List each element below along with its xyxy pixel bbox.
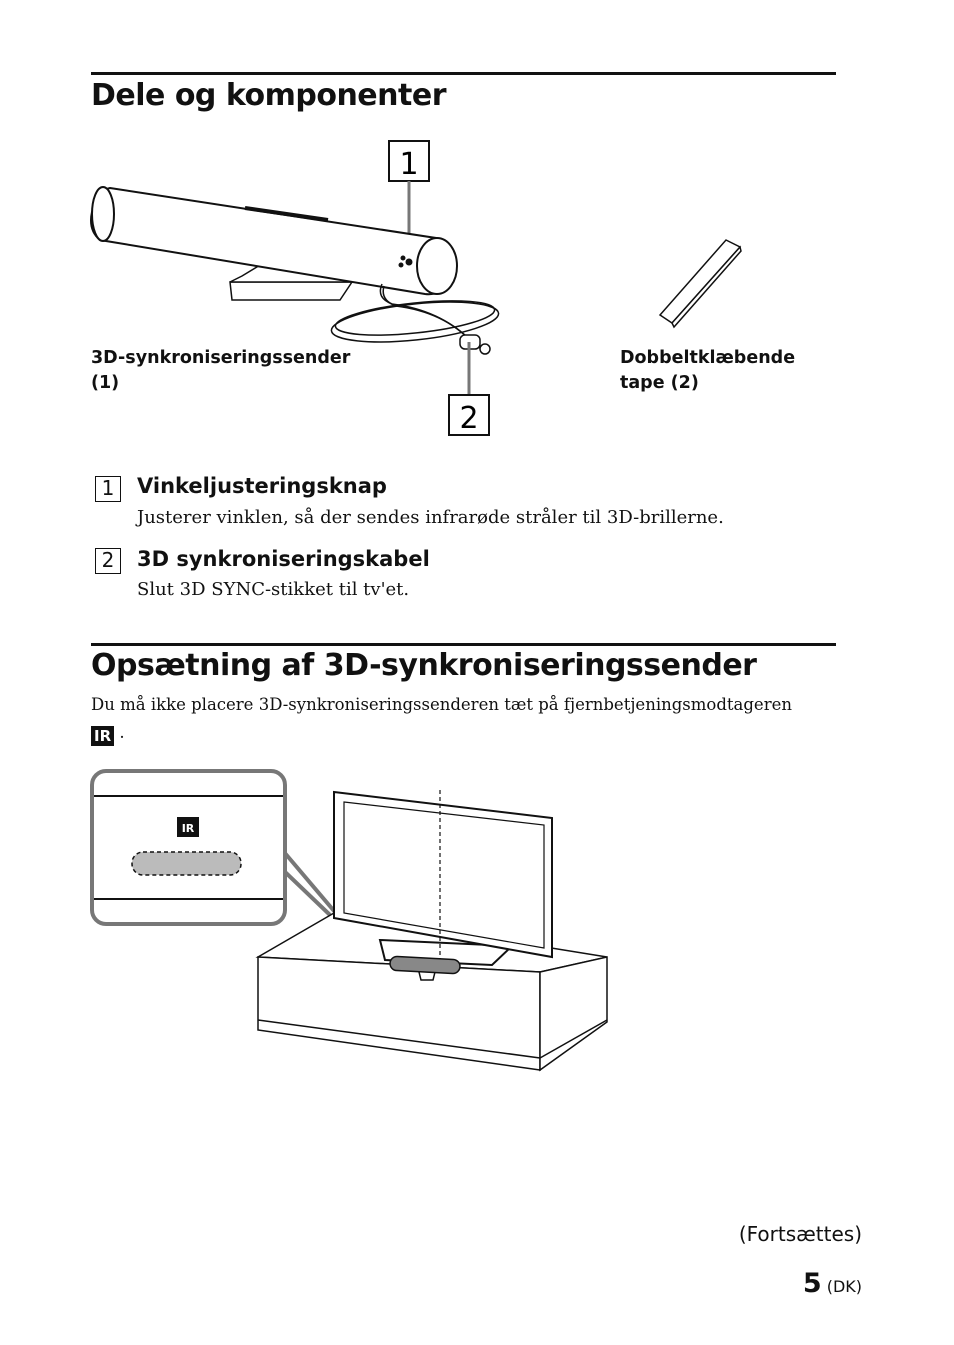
section-title-parts: Dele og komponenter	[91, 78, 447, 113]
callout-number-2: 2	[459, 401, 478, 436]
item-title-1: Vinkeljusteringsknap	[137, 474, 387, 498]
item-title-2: 3D synkroniseringskabel	[137, 547, 430, 571]
setup-illustration: IR	[90, 769, 608, 1072]
section-rule-2	[91, 643, 836, 646]
transmitter-body	[90, 186, 458, 296]
callout-box-2	[448, 394, 490, 436]
setup-instruction-text: Du må ikke placere 3D-synkroniseringssen…	[91, 695, 792, 714]
setup-instruction-end: .	[119, 723, 125, 742]
continued-note: (Fortsættes)	[738, 1222, 862, 1246]
setup-instruction: Du må ikke placere 3D-synkroniseringssen…	[91, 691, 841, 747]
adhesive-tape	[658, 239, 742, 329]
zoom-inset	[90, 769, 287, 926]
section-rule-1	[91, 72, 836, 75]
item-badge-1: 1	[95, 476, 121, 502]
item-badge-2: 2	[95, 548, 121, 574]
parts-illustration: 1 2	[90, 140, 742, 436]
ir-receiver-icon: IR	[91, 726, 115, 746]
item-desc-2: Slut 3D SYNC-stikket til tv'et.	[137, 579, 410, 600]
sync-cable	[330, 283, 500, 355]
zoom-line-lower	[282, 869, 332, 917]
page-number-block: 5 (DK)	[803, 1268, 862, 1299]
item-desc-1: Justerer vinklen, så der sendes infrarød…	[137, 507, 724, 528]
inset-transmitter-outline	[131, 851, 242, 876]
section-title-setup: Opsætning af 3D-synkroniseringssender	[91, 648, 757, 683]
label-tape: Dobbeltklæbende tape (2)	[620, 348, 796, 393]
page-suffix: (DK)	[826, 1277, 862, 1296]
zoom-line-upper	[282, 850, 342, 920]
transmitter-small	[389, 955, 461, 981]
inset-ir-icon-label: IR	[182, 822, 195, 835]
inset-ir-icon	[177, 817, 199, 837]
page-number: 5	[802, 1268, 822, 1299]
tv-cabinet	[255, 912, 608, 1072]
label-transmitter: 3D-synkroniseringssender (1)	[91, 348, 351, 393]
callout-number-1: 1	[399, 147, 418, 182]
